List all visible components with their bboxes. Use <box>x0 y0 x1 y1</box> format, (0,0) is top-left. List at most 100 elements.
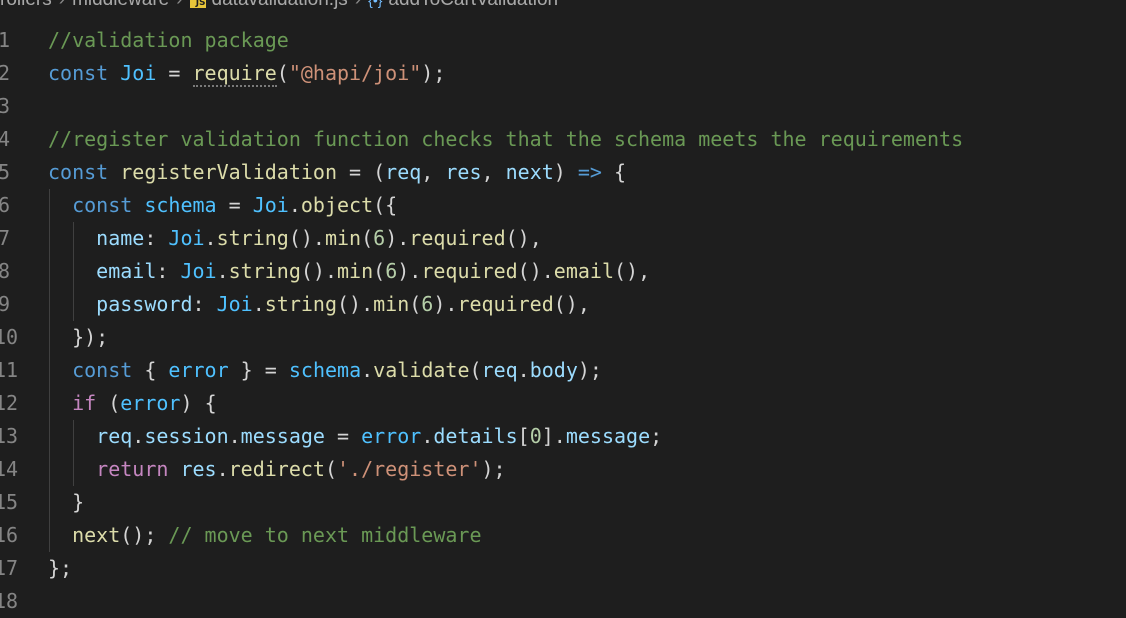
line-number: 18 <box>0 589 19 613</box>
indent-guide <box>49 486 50 519</box>
code-token: Joi <box>120 61 157 85</box>
code-token: res <box>180 457 217 481</box>
line-number: 17 <box>0 556 19 580</box>
indent-guide <box>49 354 50 387</box>
code-token: error <box>120 391 181 415</box>
code-text: //validation package <box>48 24 289 57</box>
code-token: string <box>216 226 289 250</box>
javascript-file-icon: JS <box>189 0 206 8</box>
code-token: ( <box>324 457 337 481</box>
code-token: //register validation function checks th… <box>48 127 964 151</box>
code-token: next <box>505 160 554 184</box>
code-line[interactable]: 16 next(); // move to next middleware <box>0 519 1126 552</box>
code-token <box>168 457 180 481</box>
code-token: 6 <box>385 259 398 283</box>
code-token: : <box>144 226 169 250</box>
code-token: ]. <box>541 424 566 448</box>
code-text: }; <box>48 552 72 585</box>
code-line[interactable]: 1//validation package <box>0 24 1126 57</box>
code-token: Joi <box>216 292 253 316</box>
indent-guide <box>49 222 50 255</box>
code-line[interactable]: 11 const { error } = schema.validate(req.… <box>0 354 1126 387</box>
code-token: req <box>481 358 518 382</box>
code-token: = <box>156 61 193 85</box>
code-token: const <box>48 61 121 85</box>
code-token: schema <box>144 193 217 217</box>
code-token: . <box>216 457 229 481</box>
code-token: message <box>565 424 651 448</box>
code-text: if (error) { <box>72 387 217 420</box>
code-line[interactable]: 18 <box>0 585 1126 618</box>
code-token: require <box>192 61 277 87</box>
code-token: => <box>577 160 602 184</box>
code-token: ( <box>373 259 386 283</box>
code-token: email <box>96 259 157 283</box>
code-token: (), <box>553 292 590 316</box>
line-number: 13 <box>0 424 19 448</box>
code-line[interactable]: 4//register validation function checks t… <box>0 123 1126 156</box>
indent-guide <box>49 288 50 321</box>
code-token: (); <box>120 523 169 547</box>
code-line[interactable]: 10}); <box>0 321 1126 354</box>
code-token: = <box>216 193 253 217</box>
code-line[interactable]: 15} <box>0 486 1126 519</box>
code-line[interactable]: 17}; <box>0 552 1126 585</box>
indent-guide <box>49 420 50 453</box>
code-token: const <box>72 193 145 217</box>
breadcrumb-item-symbol[interactable]: addToCartValidation <box>388 0 558 11</box>
line-number: 2 <box>0 61 10 85</box>
code-token: ) <box>553 160 578 184</box>
code-token: . <box>132 424 145 448</box>
code-token: required <box>421 259 518 283</box>
indent-guide <box>73 255 75 288</box>
code-text: const { error } = schema.validate(req.bo… <box>72 354 602 387</box>
code-text: password: Joi.string().min(6).required()… <box>96 288 590 321</box>
code-token: : <box>192 292 217 316</box>
indent-guide <box>73 420 75 453</box>
code-token: ({ <box>373 193 398 217</box>
code-text: next(); // move to next middleware <box>72 519 481 552</box>
breadcrumb-separator: › <box>355 0 361 11</box>
code-token: session <box>144 424 229 448</box>
breadcrumb-item-middleware[interactable]: middleware <box>72 0 169 11</box>
code-token: (). <box>288 226 325 250</box>
code-token: password <box>96 292 193 316</box>
code-token: validate <box>373 358 470 382</box>
code-token: [ <box>517 424 530 448</box>
code-token: registerValidation <box>120 160 337 184</box>
code-token: { <box>601 160 627 184</box>
code-token: object <box>300 193 374 217</box>
code-token: redirect <box>228 457 325 481</box>
code-token: (). <box>300 259 338 283</box>
line-number: 7 <box>0 226 10 250</box>
code-editor[interactable]: 1//validation package 2 const Joi = requir… <box>0 24 1126 618</box>
code-token: details <box>433 424 518 448</box>
code-token: return <box>96 457 169 481</box>
breadcrumb-item-file[interactable]: datavalidation.js <box>212 0 348 11</box>
code-line[interactable]: 3 <box>0 90 1126 123</box>
code-token: { <box>144 358 169 382</box>
code-token: . <box>204 226 217 250</box>
code-token: }; <box>48 556 73 580</box>
indent-guide <box>49 189 50 222</box>
code-text: }); <box>72 321 108 354</box>
breadcrumb-item-folder[interactable]: rollers <box>0 0 52 11</box>
line-number: 11 <box>0 358 19 382</box>
indent-guide <box>49 453 50 486</box>
code-token: : <box>156 259 181 283</box>
line-number: 5 <box>0 160 10 184</box>
line-number: 16 <box>0 523 19 547</box>
code-token: , <box>421 160 446 184</box>
code-token: name <box>96 226 145 250</box>
code-token: Joi <box>168 226 205 250</box>
indent-guide <box>73 222 75 255</box>
